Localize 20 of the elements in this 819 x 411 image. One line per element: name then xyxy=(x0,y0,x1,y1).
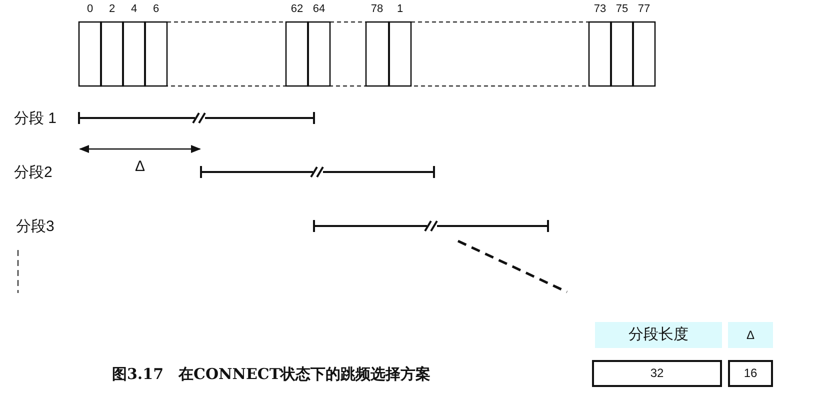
channel-number: 78 xyxy=(370,3,384,15)
channel-number: 6 xyxy=(152,3,160,15)
channel-number: 64 xyxy=(312,3,326,15)
figure-caption: 图3.17 在CONNECT状态下的跳频选择方案 xyxy=(112,365,430,384)
table-value: 16 xyxy=(728,360,773,387)
table-header: 分段长度 xyxy=(595,322,722,348)
table-header: Δ xyxy=(728,322,773,348)
segment-label: 分段 1 xyxy=(14,109,57,128)
channel-number: 0 xyxy=(86,3,94,15)
table-value: 32 xyxy=(592,360,722,387)
channel-number: 2 xyxy=(108,3,116,15)
channel-number: 4 xyxy=(130,3,138,15)
channel-number: 77 xyxy=(638,3,650,15)
segment-label: 分段3 xyxy=(16,217,54,236)
segment-label: 分段2 xyxy=(14,163,52,182)
channel-number: 62 xyxy=(290,3,304,15)
delta-label: Δ xyxy=(134,158,146,175)
channel-number: 75 xyxy=(616,3,628,15)
channel-number: 73 xyxy=(594,3,606,15)
channel-number: 1 xyxy=(396,3,404,15)
